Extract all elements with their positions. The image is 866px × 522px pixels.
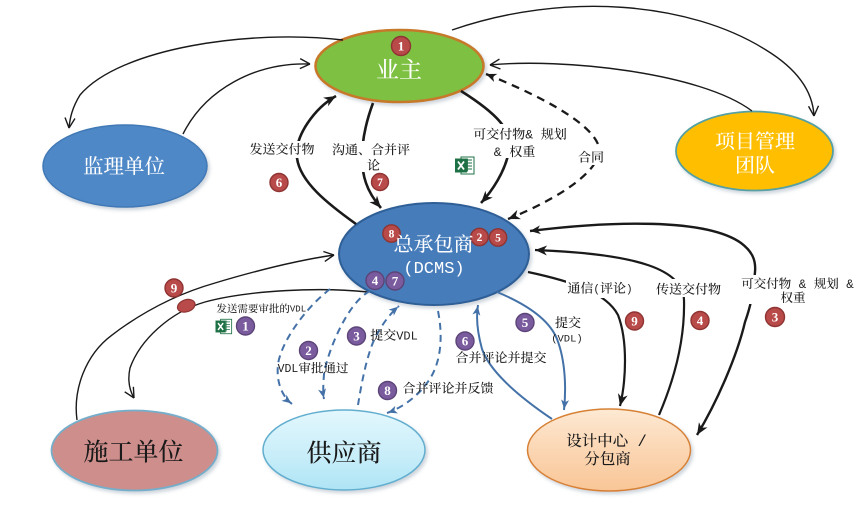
svg-text:6: 6	[276, 175, 283, 190]
svg-text:&: &	[494, 145, 510, 160]
svg-text:5: 5	[522, 315, 529, 330]
svg-text:3: 3	[772, 309, 779, 324]
svg-text:7: 7	[392, 273, 399, 288]
svg-text:VDL: VDL	[396, 329, 418, 343]
svg-text:&: &	[791, 278, 814, 292]
svg-text:5: 5	[495, 232, 501, 244]
svg-text:6: 6	[462, 333, 469, 348]
svg-text:(VDL): (VDL)	[551, 334, 583, 346]
svg-text:1: 1	[398, 38, 405, 53]
svg-text:9: 9	[171, 280, 178, 295]
svg-text:VDL: VDL	[290, 305, 306, 315]
svg-text:2: 2	[477, 232, 483, 244]
svg-text:(: (	[593, 284, 600, 296]
svg-text:4: 4	[372, 273, 379, 288]
svg-text:3: 3	[353, 328, 360, 343]
svg-text:/: /	[628, 433, 647, 451]
svg-text:&: &	[525, 128, 541, 143]
svg-text:8: 8	[389, 228, 395, 240]
svg-text:4: 4	[697, 313, 704, 328]
svg-text:8: 8	[384, 383, 391, 398]
svg-text:7: 7	[377, 177, 383, 189]
svg-text:&: &	[839, 278, 855, 292]
svg-text:VDL: VDL	[278, 363, 299, 376]
svg-text:2: 2	[305, 343, 312, 358]
svg-text:1: 1	[242, 318, 249, 333]
svg-text:): )	[626, 284, 633, 296]
svg-text:9: 9	[631, 313, 638, 328]
svg-text:(DCMS): (DCMS)	[403, 260, 464, 279]
